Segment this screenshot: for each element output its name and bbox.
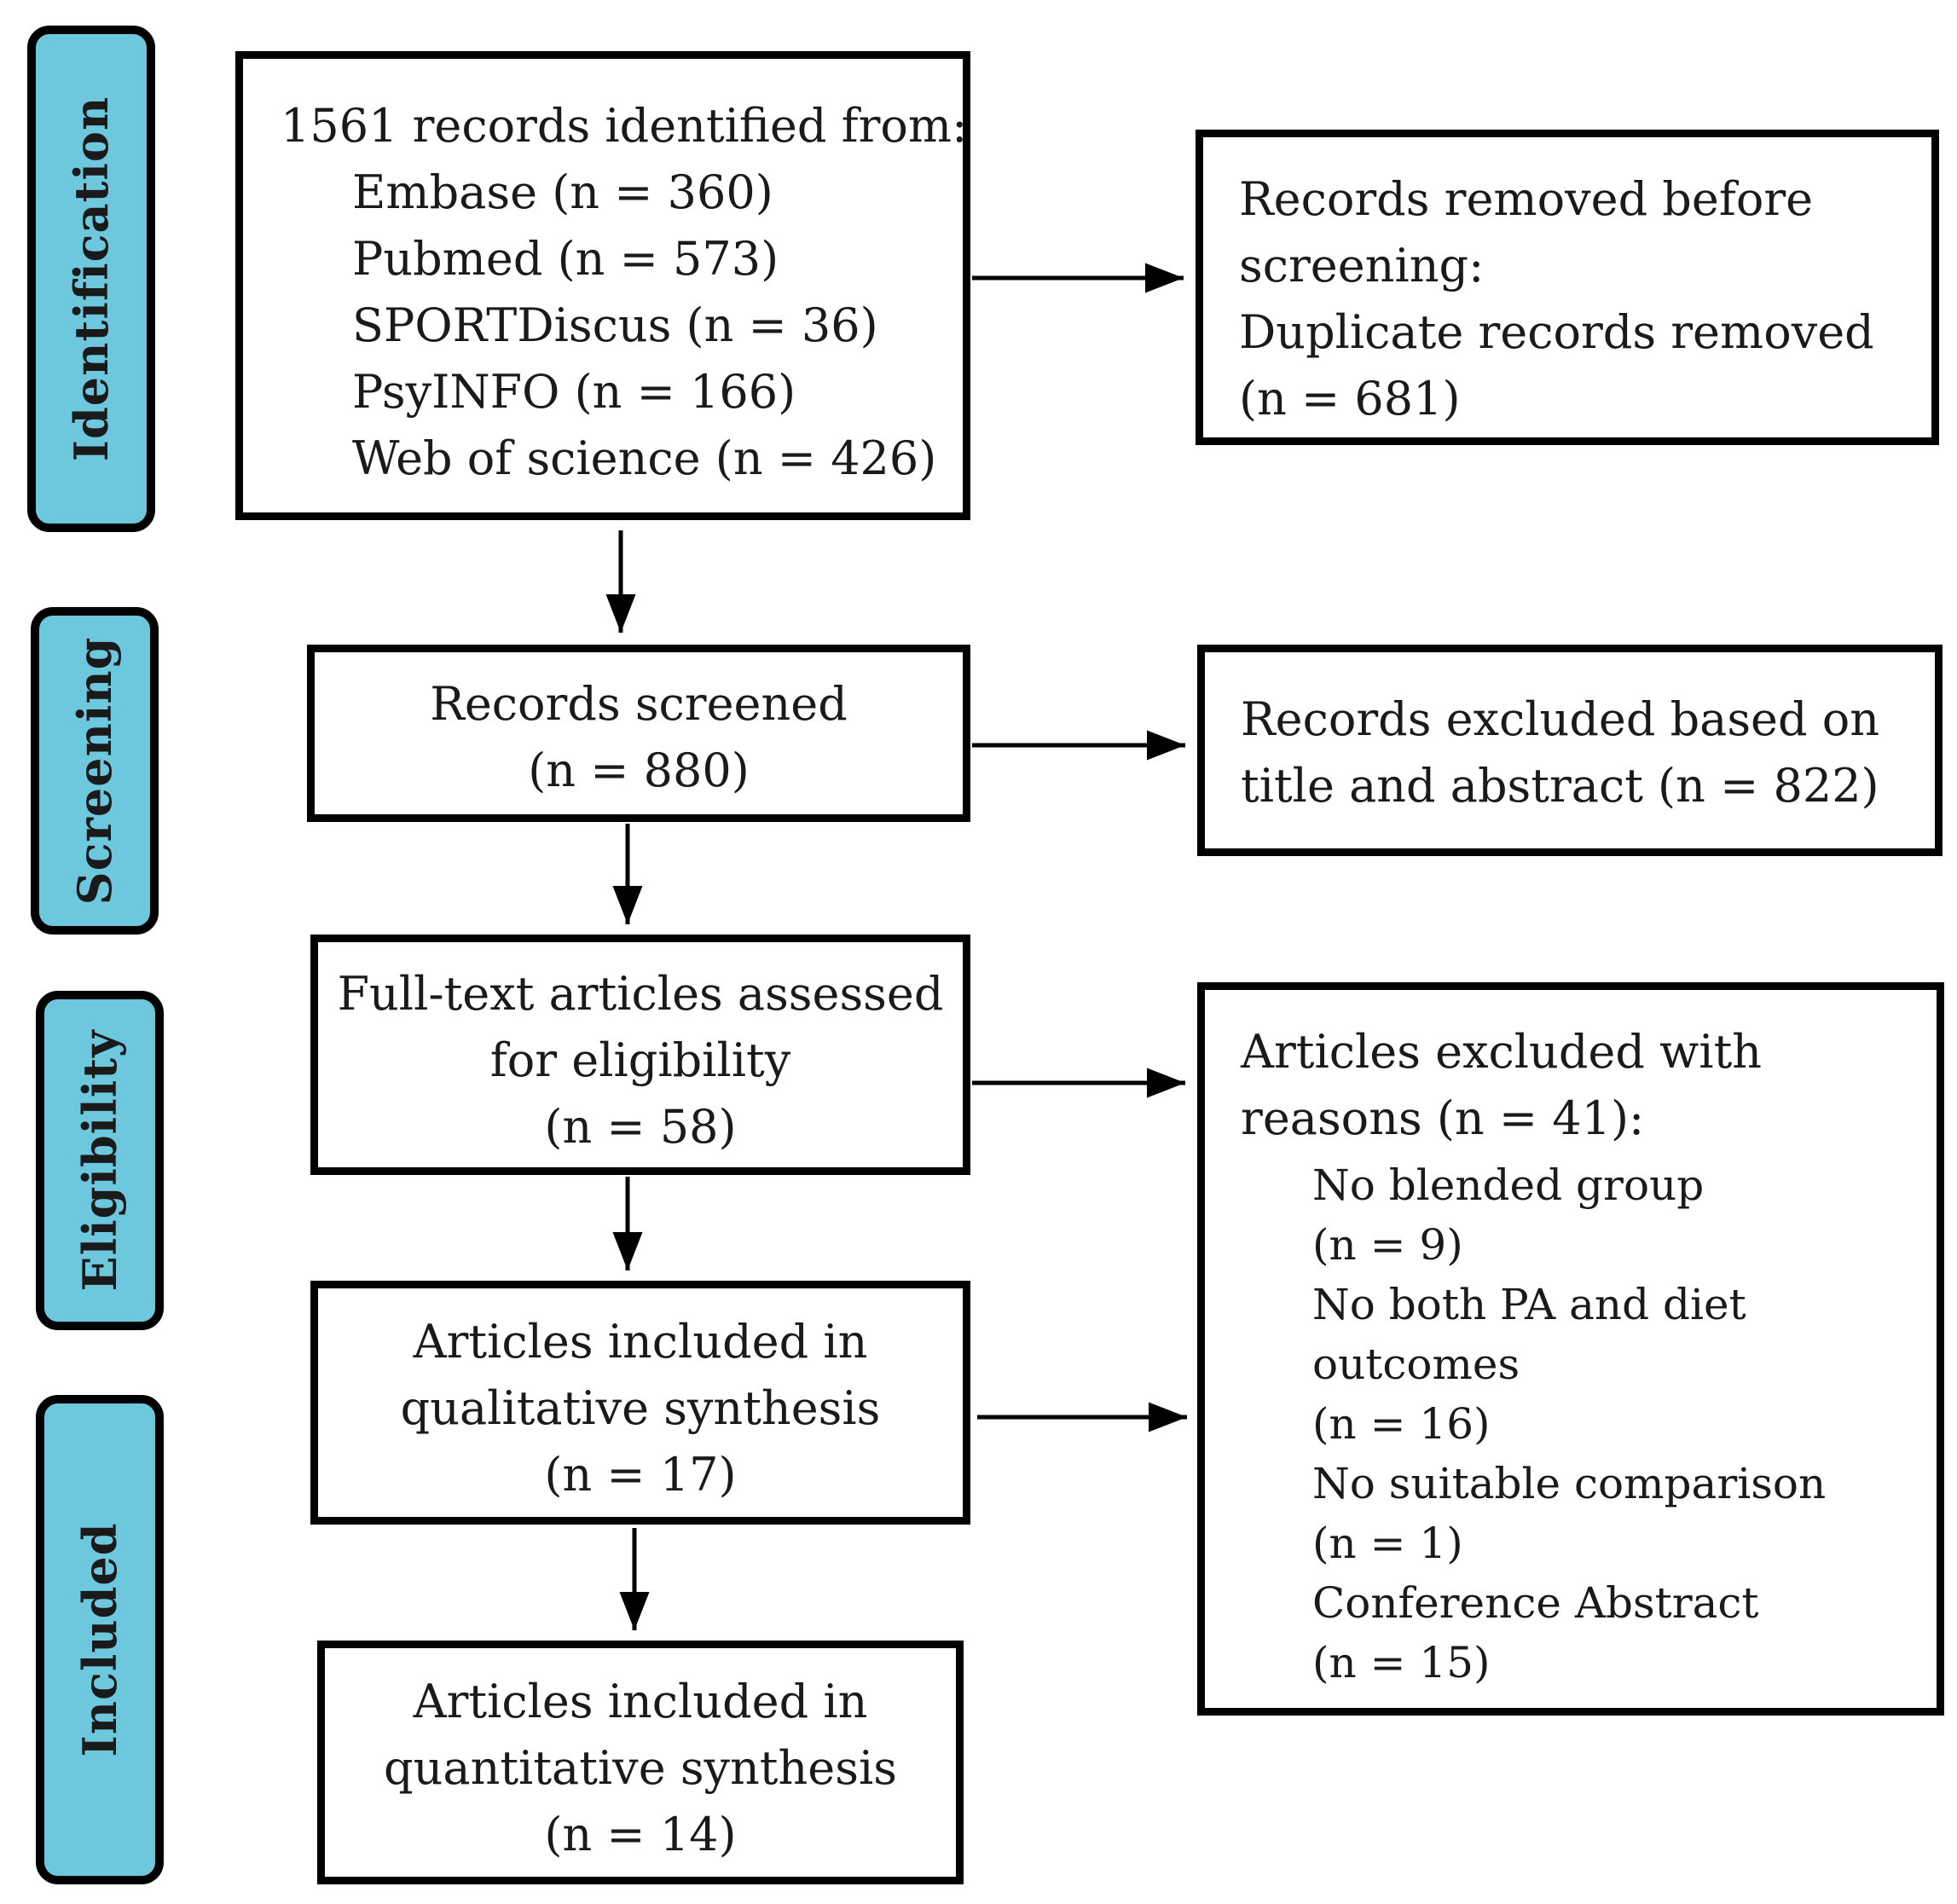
records-excluded-box: Records excluded based on title and abst…: [1197, 645, 1943, 856]
stage-included: Included: [36, 1395, 164, 1884]
stage-screening: Screening: [31, 607, 159, 935]
source-sportdiscus: SPORTDiscus (n = 36): [352, 298, 878, 352]
quantitative-count: (n = 14): [544, 1808, 737, 1861]
qualitative-line-1: Articles included in: [413, 1315, 868, 1369]
identification-box: 1561 records identified from: Embase (n …: [235, 51, 970, 520]
qualitative-synthesis-text: Articles included in qualitative synthes…: [318, 1309, 963, 1508]
identification-heading: 1561 records identified from:: [281, 99, 968, 153]
fulltext-assessed-text: Full-text articles assessed for eligibil…: [318, 961, 963, 1160]
source-embase: Embase (n = 360): [352, 165, 773, 219]
records-screened-text: Records screened (n = 880): [315, 671, 963, 804]
reason-no-pa-diet-cont: outcomes: [1312, 1340, 1520, 1389]
reason-no-blended-group-count: (n = 9): [1312, 1220, 1463, 1270]
reason-no-pa-diet: No both PA and diet: [1312, 1280, 1746, 1329]
removed-line-3: Duplicate records removed: [1239, 305, 1874, 359]
quantitative-line-2: quantitative synthesis: [384, 1741, 897, 1795]
stage-identification: Identification: [27, 26, 155, 532]
reason-no-pa-diet-count: (n = 16): [1312, 1399, 1491, 1449]
excluded-heading-2: reasons (n = 41):: [1241, 1091, 1645, 1145]
removed-line-2: screening:: [1239, 239, 1485, 292]
fulltext-count: (n = 58): [544, 1100, 737, 1154]
fulltext-line-2: for eligibility: [489, 1033, 791, 1087]
qualitative-line-2: qualitative synthesis: [400, 1381, 881, 1435]
screened-count: (n = 880): [528, 744, 750, 797]
records-removed-text: Records removed before screening: Duplic…: [1239, 166, 1874, 432]
stage-eligibility: Eligibility: [36, 991, 164, 1330]
identification-text: 1561 records identified from: Embase (n …: [281, 93, 967, 492]
quantitative-line-1: Articles included in: [413, 1675, 868, 1728]
removed-line-4: (n = 681): [1239, 372, 1461, 425]
reason-conference-abstract: Conference Abstract: [1312, 1578, 1759, 1628]
records-screened-box: Records screened (n = 880): [307, 645, 970, 822]
source-web-of-science: Web of science (n = 426): [352, 431, 937, 485]
records-excluded-text: Records excluded based on title and abst…: [1241, 686, 1879, 819]
articles-excluded-text: Articles excluded with reasons (n = 41):: [1241, 1019, 1762, 1152]
qualitative-synthesis-box: Articles included in qualitative synthes…: [310, 1281, 970, 1525]
fulltext-assessed-box: Full-text articles assessed for eligibil…: [310, 935, 970, 1175]
removed-line-1: Records removed before: [1239, 172, 1814, 226]
articles-excluded-box: Articles excluded with reasons (n = 41):…: [1197, 982, 1944, 1716]
excluded-heading-1: Articles excluded with: [1241, 1025, 1763, 1079]
reason-no-blended-group: No blended group: [1312, 1160, 1705, 1210]
excluded-line-2: title and abstract (n = 822): [1241, 759, 1879, 813]
quantitative-synthesis-box: Articles included in quantitative synthe…: [317, 1641, 964, 1884]
quantitative-synthesis-text: Articles included in quantitative synthe…: [325, 1669, 956, 1868]
excluded-line-1: Records excluded based on: [1241, 692, 1880, 746]
reason-no-comparison-count: (n = 1): [1312, 1519, 1463, 1568]
source-psyinfo: PsyINFO (n = 166): [352, 365, 796, 419]
source-pubmed: Pubmed (n = 573): [352, 232, 779, 286]
qualitative-count: (n = 17): [544, 1448, 737, 1502]
records-removed-box: Records removed before screening: Duplic…: [1196, 130, 1939, 445]
reason-no-comparison: No suitable comparison: [1312, 1459, 1827, 1508]
reason-conference-abstract-count: (n = 15): [1312, 1638, 1491, 1687]
fulltext-line-1: Full-text articles assessed: [337, 967, 944, 1021]
screened-title: Records screened: [430, 677, 848, 731]
exclusion-reasons-list: No blended group (n = 9) No both PA and …: [1312, 1155, 1826, 1693]
